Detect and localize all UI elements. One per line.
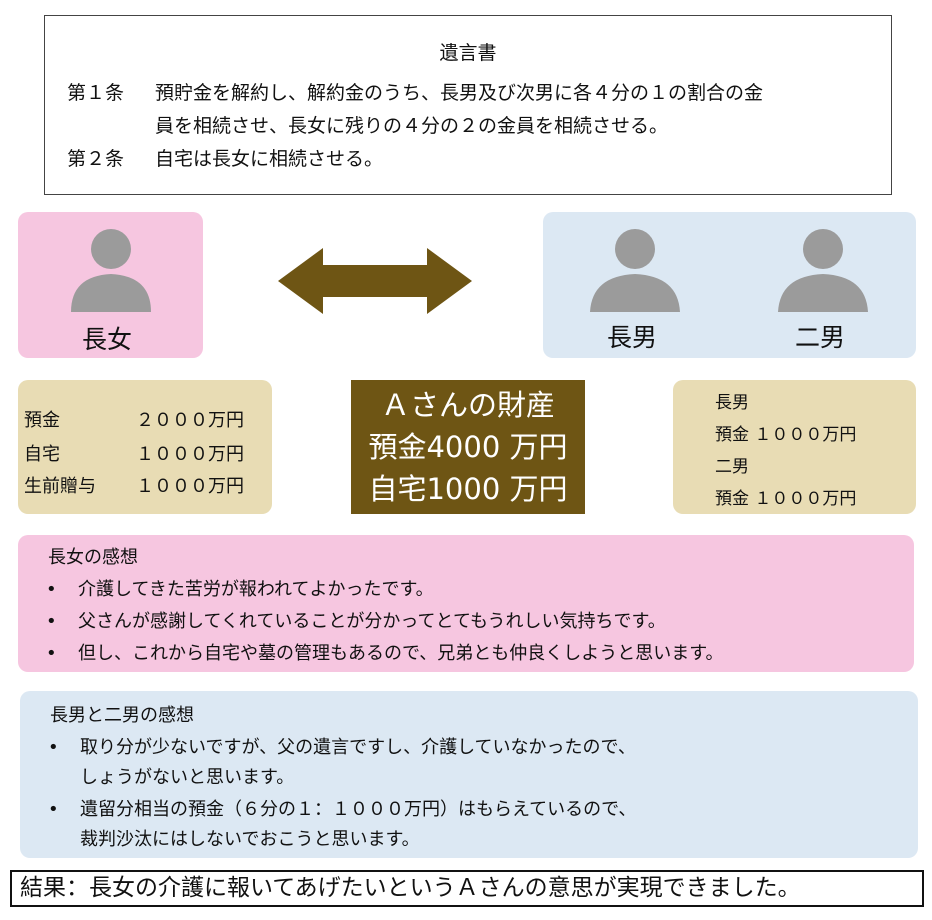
feeling-bullet: •父さんが感謝してくれていることが分かってとてもうれしい気持ちです。 bbox=[46, 611, 666, 632]
asset-item: 自宅 bbox=[24, 444, 60, 465]
asset-item: 預金 bbox=[24, 410, 60, 431]
estate-line: 預金4000 万円 bbox=[368, 430, 568, 464]
will-title: 遺言書 bbox=[439, 42, 497, 64]
will-box: 遺言書 第１条預貯金を解約し、解約金のうち、長男及び次男に各４分の１の割合の金 … bbox=[44, 15, 892, 195]
son2-label: 二男 bbox=[795, 323, 846, 352]
feeling-bullet: •取り分が少ないですが、父の遺言ですし、介護していなかったので、 bbox=[48, 737, 636, 758]
feelings-heading: 長男と二男の感想 bbox=[50, 705, 194, 726]
person-icon bbox=[590, 229, 680, 312]
sons-asset-line: 二男 bbox=[715, 457, 749, 477]
person-icon bbox=[778, 229, 868, 312]
feeling-bullet: •遺留分相当の預金（６分の１：１０００万円）はもらえているので、 bbox=[48, 799, 637, 820]
estate-box: Ａさんの財産 預金4000 万円 自宅1000 万円 bbox=[351, 380, 585, 514]
double-arrow-icon bbox=[278, 248, 472, 314]
son1-label: 長男 bbox=[607, 323, 658, 352]
feeling-bullet: •但し、これから自宅や墓の管理もあるので、兄弟とも仲良くしようと思います。 bbox=[46, 643, 724, 664]
will-article-1: 第１条預貯金を解約し、解約金のうち、長男及び次男に各４分の１の割合の金 bbox=[67, 82, 764, 104]
asset-amount: １０００万円 bbox=[136, 444, 244, 465]
estate-title: Ａさんの財産 bbox=[380, 388, 555, 422]
asset-amount: １０００万円 bbox=[136, 476, 244, 497]
daughter-card: 長女 bbox=[18, 212, 203, 358]
daughter-assets: 預金 ２０００万円 自宅 １０００万円 生前贈与 １０００万円 bbox=[18, 380, 272, 514]
asset-amount: ２０００万円 bbox=[136, 410, 244, 431]
sons-asset-line: 預金 １０００万円 bbox=[715, 425, 857, 445]
result-box: 結果：長女の介護に報いてあげたいというＡさんの意思が実現できました。 bbox=[10, 870, 924, 907]
sons-feelings: 長男と二男の感想 •取り分が少ないですが、父の遺言ですし、介護していなかったので… bbox=[20, 691, 918, 858]
estate-line: 自宅1000 万円 bbox=[368, 472, 568, 506]
will-article-2: 第２条自宅は長女に相続させる。 bbox=[67, 148, 384, 170]
sons-asset-line: 預金 １０００万円 bbox=[715, 489, 857, 509]
daughter-label: 長女 bbox=[82, 325, 133, 354]
will-article-1-cont: 員を相続させ、長女に残りの４分の２の金員を相続させる。 bbox=[155, 115, 669, 137]
daughter-feelings: 長女の感想 •介護してきた苦労が報われてよかったです。 •父さんが感謝してくれて… bbox=[18, 535, 914, 672]
sons-asset-line: 長男 bbox=[715, 393, 749, 413]
asset-item: 生前贈与 bbox=[24, 476, 96, 497]
feeling-bullet-cont: しょうがないと思います。 bbox=[80, 767, 295, 788]
feeling-bullet-cont: 裁判沙汰にはしないでおこうと思います。 bbox=[80, 829, 420, 850]
feeling-bullet: •介護してきた苦労が報われてよかったです。 bbox=[46, 579, 434, 600]
sons-assets: 長男 預金 １０００万円 二男 預金 １０００万円 bbox=[673, 380, 916, 514]
feelings-heading: 長女の感想 bbox=[48, 547, 138, 568]
person-icon bbox=[71, 229, 151, 312]
sons-card: 長男 二男 bbox=[543, 212, 916, 358]
